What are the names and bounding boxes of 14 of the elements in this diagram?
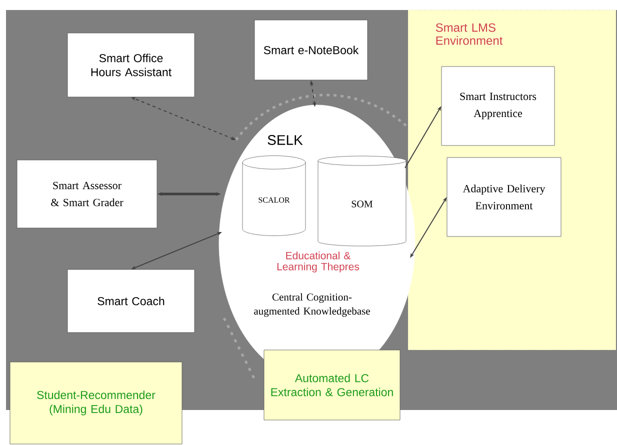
process-box: Automated LC Extraction & Generation bbox=[264, 350, 400, 420]
process-box: Smart Office Hours Assistant bbox=[67, 32, 195, 98]
process-box: Smart e-NoteBook bbox=[254, 20, 368, 80]
knowledgebase-label: Central Cognition-augmented Knowledgebase bbox=[254, 293, 370, 317]
database-cylinder: SOM bbox=[318, 156, 406, 246]
process-box: Smart Coach bbox=[67, 269, 195, 333]
process-box: Adaptive Delivery Environment bbox=[446, 157, 562, 237]
region-title: Smart LMS Environment bbox=[436, 23, 503, 45]
ellipse-title: SELK bbox=[268, 135, 303, 145]
process-box: Smart Instructors Apprentice bbox=[441, 66, 555, 146]
theories-label: Educational & Learning Thepres bbox=[277, 252, 360, 272]
process-box: Student-Recommender (Mining Edu Data) bbox=[10, 362, 182, 444]
database-cylinder: SCALOR bbox=[242, 156, 306, 236]
process-box: Smart Assessor & Smart Grader bbox=[16, 160, 158, 228]
